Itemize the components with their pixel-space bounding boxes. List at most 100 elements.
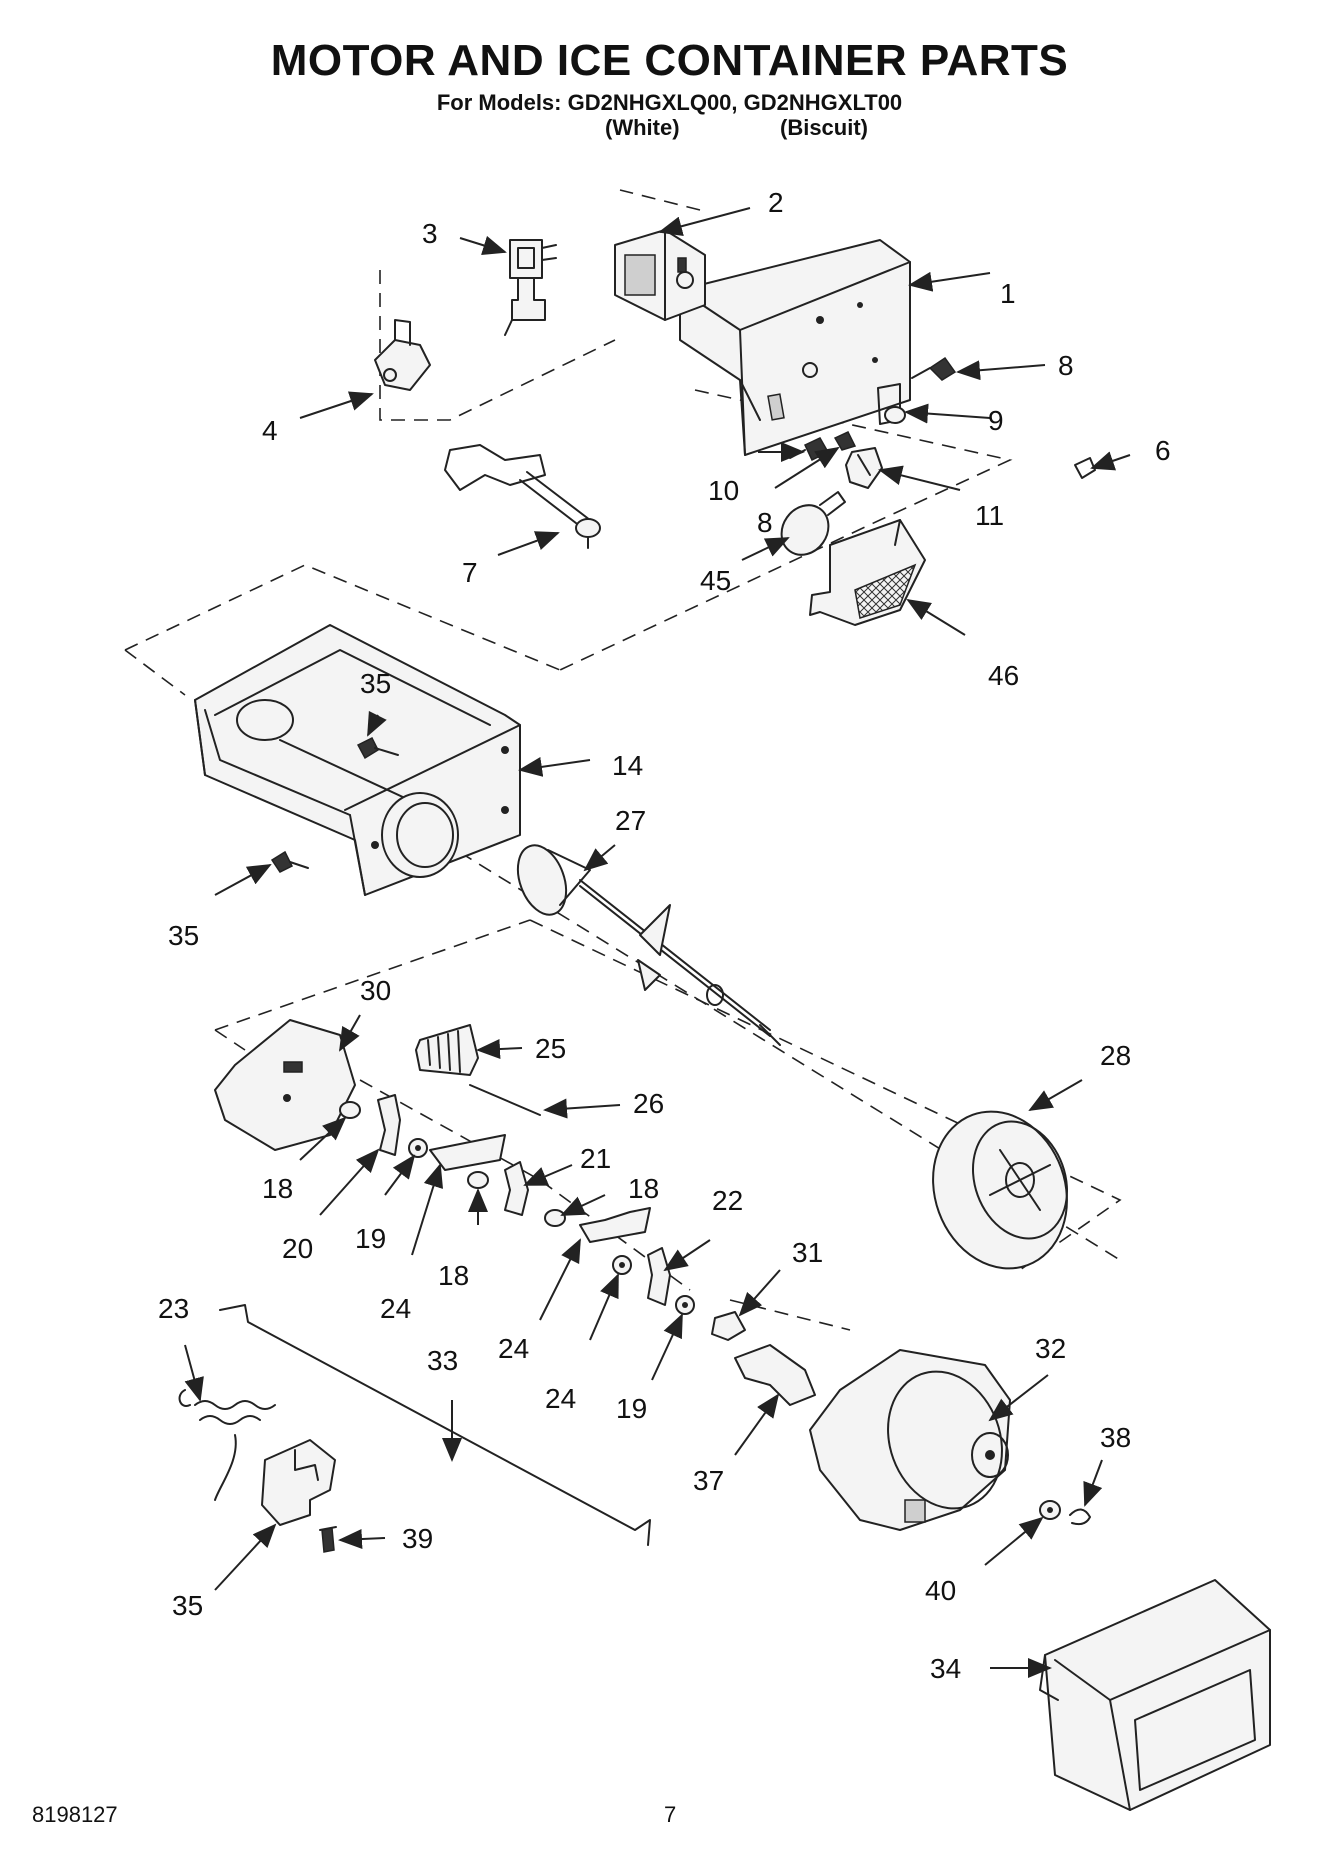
guide-line-lamp [619,189,701,211]
part-2-motor [614,229,706,321]
finish-biscuit: (Biscuit) [780,115,868,140]
leader-20 [319,1148,380,1216]
part-39-washer [1039,1500,1061,1520]
callout-28: 28 [1100,1040,1131,1071]
leader-23 [651,1313,683,1381]
part-23-washer [675,1295,695,1315]
part-18-spacer-1 [339,1101,361,1119]
leader-26 [543,1098,621,1119]
part-22-blade [647,1247,671,1306]
leader-14 [518,756,591,777]
callout-10: 10 [708,475,739,506]
part-20-blade [377,1094,401,1156]
part-19-washer-1 [408,1138,428,1158]
guide-line-auger [729,1299,851,1331]
callout-35-inner: 35 [360,668,391,699]
leader-45 [741,537,790,561]
callout-39: 40 [925,1575,956,1606]
callout-40: 38 [1100,1422,1131,1453]
part-3-valve [504,239,557,336]
leader-9 [904,403,991,424]
part-46-lamp-cover [809,519,926,626]
part-30-housing-plate [214,1019,356,1151]
callout-26: 26 [633,1088,664,1119]
guide-line-crusher-right [529,919,1122,1271]
leader-2 [658,207,751,236]
callout-30: 30 [360,975,391,1006]
callout-18-c: 18 [628,1173,659,1204]
part-35-screw-container-inner [356,736,399,760]
leader-11 [878,465,961,491]
guide-line-shaft [439,839,1121,1261]
leader-19-b [589,1273,619,1341]
part-44-bucket-front [1039,1579,1271,1811]
part-18-spacer-2 [467,1171,489,1189]
callout-34: 35 [172,1590,203,1621]
part-8-screw-lower [833,431,857,451]
part-8-screw-upper [911,356,957,381]
finish-white: (White) [605,115,680,140]
part-21-blade [504,1161,529,1216]
leader-35-outer [214,864,272,896]
leader-35-bracket [338,1529,386,1550]
guide-line-crusher-left [214,1029,246,1051]
part-10-screw [789,437,830,462]
callout-18-a: 18 [262,1173,293,1204]
leader-18-a [299,1116,347,1161]
leader-34 [214,1523,277,1591]
leader-4 [299,391,374,419]
leader-3 [459,235,507,256]
callout-46: 46 [988,660,1019,691]
callout-24-a: 24 [380,1293,411,1324]
part-26-pin [469,1084,541,1116]
callout-37: 32 [1035,1333,1066,1364]
callout-21: 21 [580,1143,611,1174]
part-11-lamp-socket [845,447,883,489]
callout-31: 31 [792,1237,823,1268]
callout-27: 27 [615,805,646,836]
part-37-auger-motor [809,1349,1011,1531]
page-number: 7 [664,1802,677,1827]
callout-6: 6 [1155,435,1171,466]
part-33-spring [178,1389,276,1501]
part-27-auger [516,844,781,1046]
part-34-bracket [261,1439,336,1526]
callout-14: 14 [612,750,643,781]
part-38-lever [734,1344,816,1406]
doc-number: 8198127 [32,1802,118,1827]
part-24-blade-1 [429,1134,506,1171]
leader-24-b [539,1238,581,1321]
part-35-screw-bracket [319,1526,337,1553]
callout-44: 34 [930,1653,961,1684]
leader-39 [984,1516,1044,1566]
callout-8-lower: 8 [757,507,773,538]
leader-25 [476,1039,523,1059]
leader-40 [1083,1459,1103,1507]
leader-46 [906,598,966,636]
leader-27 [583,844,616,872]
part-4-bracket [374,319,431,391]
part-45-light-bulb [780,491,846,556]
part-18-spacer-3 [544,1209,566,1227]
callout-22: 22 [712,1185,743,1216]
leader-6 [1090,451,1131,471]
callout-18-b: 18 [438,1260,469,1291]
callout-2: 2 [768,187,784,218]
callout-32: 33 [427,1345,458,1376]
callout-25: 25 [535,1033,566,1064]
callout-24-b: 24 [498,1333,529,1364]
part-25-bar [415,1024,479,1076]
leader-18-c [560,1194,606,1216]
callout-20: 20 [282,1233,313,1264]
leader-37 [988,1374,1049,1422]
page-title: MOTOR AND ICE CONTAINER PARTS [270,36,1069,85]
part-32-rod [219,1304,651,1546]
callout-35-outer: 35 [168,920,199,951]
guide-line-crusher-top [214,919,531,1031]
part-31-nut [711,1311,746,1341]
leader-38 [734,1393,780,1456]
part-35-screw-container-outer [270,850,309,873]
part-7-switch [444,444,601,549]
callout-9: 9 [988,405,1004,436]
